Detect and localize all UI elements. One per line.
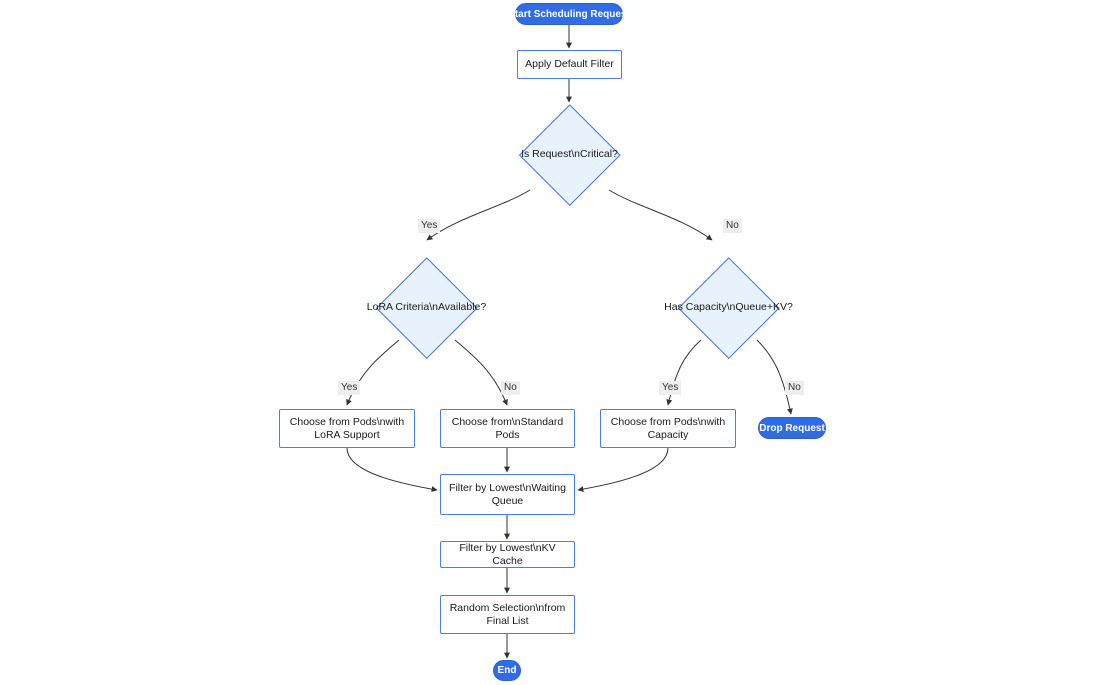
- edge-is-critical-to-lora-criteria: [426, 189, 531, 241]
- node-has-capacity-queue-kv-label: Has Capacity\nQueue+KV?: [664, 301, 793, 313]
- node-start[interactable]: Start Scheduling Request: [508, 3, 630, 25]
- edge-choose-capacity-to-filter-queue: [577, 447, 669, 493]
- edge-is-critical-to-has-capacity: [608, 189, 713, 241]
- node-apply-default-filter[interactable]: Apply Default Filter: [517, 50, 622, 79]
- edge-has-capacity-to-choose-capacity: [666, 339, 702, 406]
- node-end[interactable]: End: [493, 660, 521, 681]
- node-filter-by-lowest-kv-cache[interactable]: Filter by Lowest\nKV Cache: [440, 541, 575, 568]
- node-apply-default-filter-label: Apply Default Filter: [525, 58, 614, 70]
- node-is-request-critical[interactable]: Is Request\nCritical?: [518, 103, 621, 206]
- edge-label-has-capacity-no: No: [785, 381, 804, 395]
- edge-lora-criteria-to-choose-standard: [454, 339, 508, 406]
- node-end-label: End: [497, 665, 517, 676]
- edge-label-is-critical-yes: Yes: [418, 219, 441, 233]
- node-is-request-critical-label: Is Request\nCritical?: [521, 148, 618, 160]
- node-lora-criteria-available-label: LoRA Criteria\nAvailable?: [366, 301, 487, 313]
- node-lora-criteria-available[interactable]: LoRA Criteria\nAvailable?: [367, 256, 486, 359]
- edge-choose-lora-to-filter-queue: [346, 447, 438, 493]
- edge-label-lora-criteria-no: No: [501, 381, 520, 395]
- edge-label-is-critical-no: No: [723, 219, 742, 233]
- node-start-label: Start Scheduling Request: [508, 8, 630, 20]
- edge-has-capacity-to-drop-request: [756, 339, 793, 415]
- edge-lora-criteria-to-choose-lora: [346, 339, 400, 406]
- edge-label-lora-criteria-yes: Yes: [338, 381, 361, 395]
- node-has-capacity-queue-kv[interactable]: Has Capacity\nQueue+KV?: [664, 256, 793, 359]
- node-drop-request-label: Drop Request: [759, 422, 825, 434]
- edge-label-has-capacity-yes: Yes: [659, 381, 682, 395]
- node-filter-by-lowest-kv-cache-label: Filter by Lowest\nKV Cache: [459, 541, 556, 567]
- node-drop-request[interactable]: Drop Request: [758, 417, 826, 439]
